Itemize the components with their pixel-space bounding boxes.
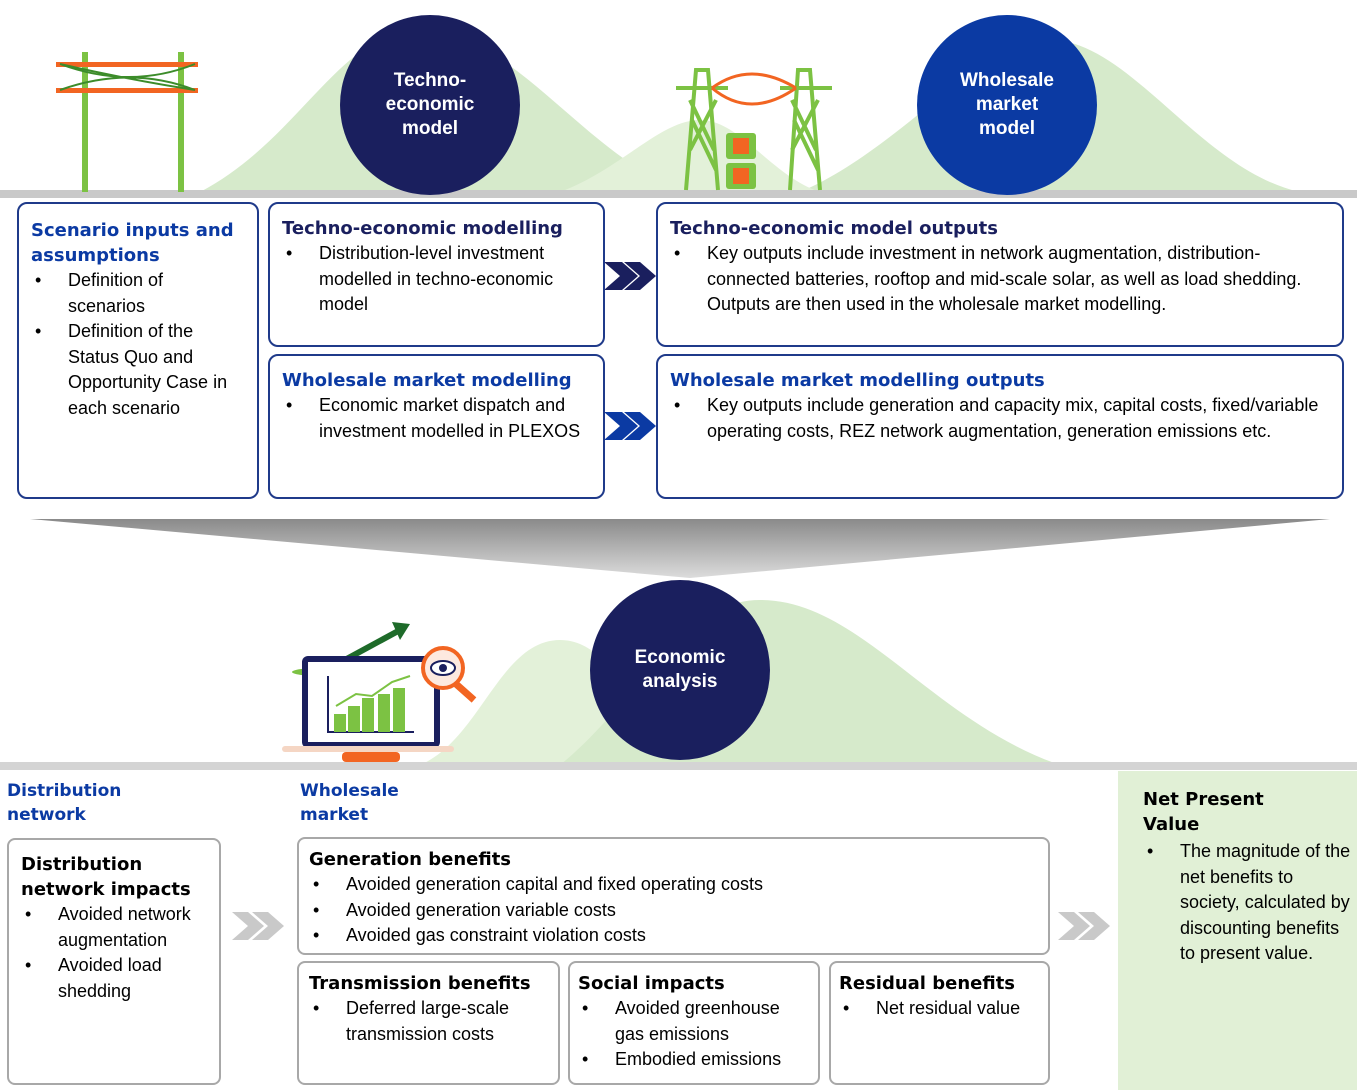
list-item: Avoided load shedding — [21, 953, 207, 1004]
list-item: Avoided generation capital and fixed ope… — [309, 872, 1038, 898]
wm-outputs-bullets: Key outputs include generation and capac… — [670, 393, 1330, 444]
social-impacts-box: Social impacts Avoided greenhouse gas em… — [568, 961, 820, 1085]
list-item: Avoided generation variable costs — [309, 898, 1038, 924]
wholesale-market-modelling-box: Wholesale market modelling Economic mark… — [268, 354, 605, 499]
distribution-network-impacts-box: Distribution network impacts Avoided net… — [7, 838, 221, 1085]
npv-title: Net Present Value — [1143, 789, 1264, 835]
residual-bullets: Net residual value — [839, 996, 1040, 1022]
top-divider — [0, 190, 1357, 198]
te-outputs-bullets: Key outputs include investment in networ… — [670, 241, 1330, 318]
transmission-benefits-title: Transmission benefits — [309, 973, 531, 994]
wholesale-outputs-box: Wholesale market modelling outputs Key o… — [656, 354, 1344, 499]
battery-icon — [726, 133, 756, 189]
magnifier-eye-icon — [421, 646, 477, 703]
funnel-shape — [30, 519, 1330, 578]
power-pole-icon — [56, 52, 198, 192]
gen-bullets: Avoided generation capital and fixed ope… — [309, 872, 1038, 949]
list-item: Key outputs include investment in networ… — [670, 241, 1330, 318]
wholesale-market-modelling-title: Wholesale market modelling — [282, 370, 572, 391]
chevron-arrow-icon — [604, 262, 656, 290]
scenario-inputs-title: Scenario inputs and assumptions — [31, 220, 234, 266]
list-item: Avoided gas constraint violation costs — [309, 923, 1038, 949]
list-item: Definition of scenarios — [31, 268, 245, 319]
list-item: Distribution-level investment modelled i… — [282, 241, 591, 318]
wm-modelling-bullets: Economic market dispatch and investment … — [282, 393, 591, 444]
npv-bullets: The magnitude of the net benefits to soc… — [1143, 839, 1353, 967]
scenario-bullets: Definition of scenarios Definition of th… — [31, 268, 245, 421]
techno-economic-modelling-title: Techno-economic modelling — [282, 218, 563, 239]
economic-analysis-circle: Economic analysis — [590, 580, 770, 760]
chevron-arrow-icon — [604, 412, 656, 440]
social-bullets: Avoided greenhouse gas emissions Embodie… — [578, 996, 810, 1073]
te-modelling-bullets: Distribution-level investment modelled i… — [282, 241, 591, 318]
net-present-value-panel: Net Present Value The magnitude of the n… — [1118, 771, 1357, 1090]
list-item: Avoided network augmentation — [21, 902, 207, 953]
transmission-benefits-box: Transmission benefits Deferred large-sca… — [297, 961, 560, 1085]
distribution-network-impacts-title: Distribution network impacts — [21, 854, 191, 900]
techno-economic-model-circle: Techno- economic model — [340, 15, 520, 195]
list-item: Key outputs include generation and capac… — [670, 393, 1330, 444]
transmission-tower-icon — [676, 68, 832, 191]
residual-benefits-title: Residual benefits — [839, 973, 1016, 994]
residual-benefits-box: Residual benefits Net residual value — [829, 961, 1050, 1085]
wholesale-market-model-circle: Wholesale market model — [917, 15, 1097, 195]
list-item: Avoided greenhouse gas emissions — [578, 996, 810, 1047]
social-impacts-title: Social impacts — [578, 973, 725, 994]
list-item: Economic market dispatch and investment … — [282, 393, 591, 444]
list-item: Embodied emissions — [578, 1047, 810, 1073]
wholesale-market-model-label: Wholesale market model — [960, 70, 1054, 139]
bottom-divider — [0, 762, 1357, 770]
generation-benefits-box: Generation benefits Avoided generation c… — [297, 837, 1050, 955]
techno-economic-model-label: Techno- economic model — [385, 70, 475, 139]
chevron-arrow-icon — [232, 912, 1110, 940]
trans-bullets: Deferred large-scale transmission costs — [309, 996, 548, 1047]
generation-benefits-title: Generation benefits — [309, 849, 512, 870]
list-item: Deferred large-scale transmission costs — [309, 996, 548, 1047]
techno-economic-outputs-title: Techno-economic model outputs — [670, 218, 998, 239]
list-item: Definition of the Status Quo and Opportu… — [31, 319, 245, 421]
list-item: The magnitude of the net benefits to soc… — [1143, 839, 1353, 967]
techno-economic-modelling-box: Techno-economic modelling Distribution-l… — [268, 202, 605, 347]
wholesale-outputs-title: Wholesale market modelling outputs — [670, 370, 1045, 391]
wholesale-market-label: Wholesale market — [300, 781, 399, 825]
distribution-network-label: Distribution network — [7, 781, 122, 825]
scenario-inputs-box: Scenario inputs and assumptions Definiti… — [17, 202, 259, 499]
laptop-chart-icon — [282, 622, 454, 762]
techno-economic-outputs-box: Techno-economic model outputs Key output… — [656, 202, 1344, 347]
economic-analysis-label: Economic analysis — [634, 647, 726, 692]
dni-bullets: Avoided network augmentation Avoided loa… — [21, 902, 207, 1004]
list-item: Net residual value — [839, 996, 1040, 1022]
